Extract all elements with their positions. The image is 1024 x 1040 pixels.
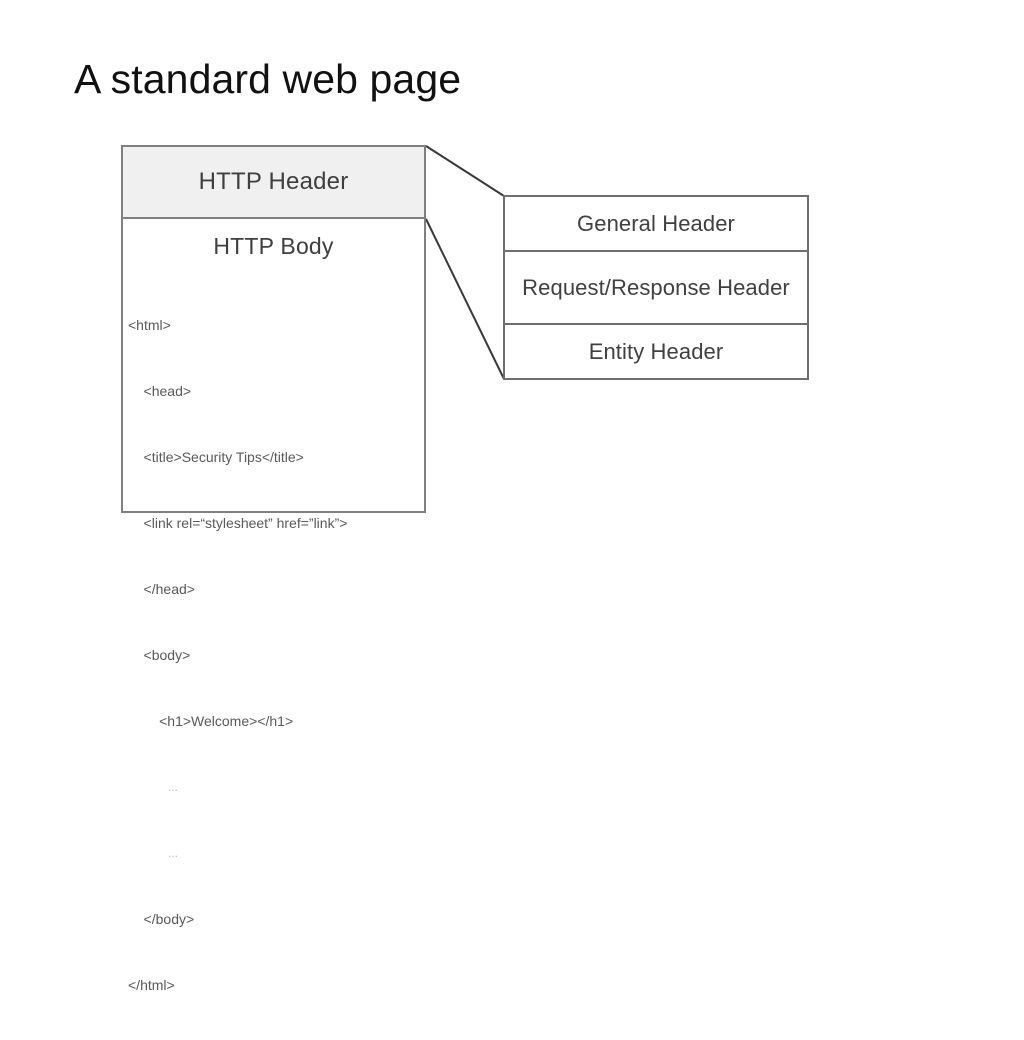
code-line: </html> xyxy=(128,977,175,993)
http-header-breakdown-box: General Header Request/Response Header E… xyxy=(503,195,809,380)
http-message-diagram: HTTP Header HTTP Body <html> <head> <tit… xyxy=(121,145,809,993)
http-header-label: HTTP Header xyxy=(198,168,349,195)
http-header-section: HTTP Header xyxy=(123,147,424,219)
html-code-listing: <html> <head> <title>Security Tips</titl… xyxy=(123,270,424,1040)
code-line: <head> xyxy=(128,383,192,399)
breakdown-row-entity-header: Entity Header xyxy=(588,338,724,364)
code-line: </body> xyxy=(128,911,195,927)
code-line-ellipsis: ... xyxy=(128,780,179,794)
page-title: A standard web page xyxy=(74,56,462,102)
http-body-label: HTTP Body xyxy=(213,233,334,259)
code-line: <title>Security Tips</title> xyxy=(128,449,304,465)
code-line: <link rel=“stylesheet” href=”link”> xyxy=(128,515,348,531)
code-line: <h1>Welcome></h1> xyxy=(128,713,294,729)
breakdown-row-general-header: General Header xyxy=(505,197,807,252)
http-body-section: HTTP Body <html> <head> <title>Security … xyxy=(123,219,424,993)
breakdown-row-request-response-header: Request/Response Header xyxy=(505,252,807,325)
http-message-box: HTTP Header HTTP Body <html> <head> <tit… xyxy=(121,145,426,993)
connector-line-top xyxy=(425,145,505,197)
code-line-ellipsis: ... xyxy=(128,846,179,860)
connector-line-bottom xyxy=(425,218,505,380)
code-line: <body> xyxy=(128,647,191,663)
code-line: </head> xyxy=(128,581,195,597)
code-line: <html> xyxy=(128,317,171,333)
